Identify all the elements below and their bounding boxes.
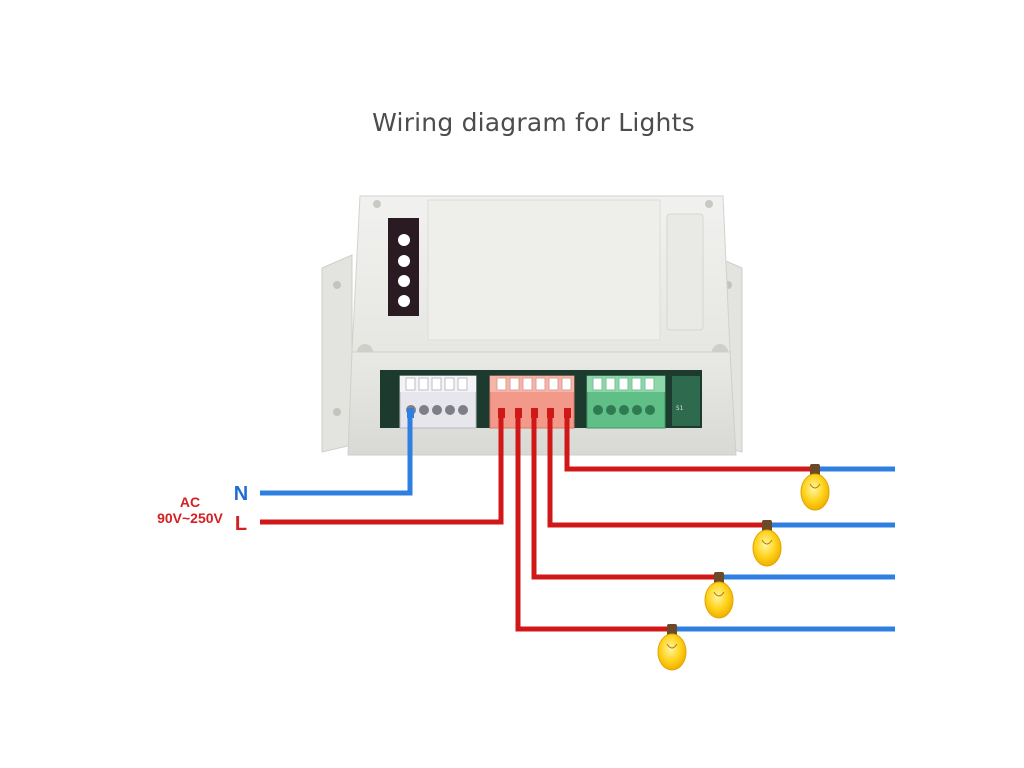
flange-hole bbox=[333, 281, 341, 289]
light-bulb-4 bbox=[657, 624, 687, 671]
case-screw bbox=[373, 200, 381, 208]
voltage-range-label: 90V~250V bbox=[157, 510, 223, 526]
live-input-wire bbox=[260, 416, 504, 525]
ac-label: AC bbox=[180, 494, 200, 510]
board-marking: S1 bbox=[676, 405, 684, 412]
light-bulb-3 bbox=[704, 572, 734, 619]
terminal-block-neutral bbox=[399, 375, 477, 429]
output-wire-3 bbox=[531, 416, 716, 580]
indicator-light bbox=[398, 255, 410, 267]
neutral-label: N bbox=[234, 483, 248, 505]
output-wire-1 bbox=[564, 416, 812, 472]
output-wire-2 bbox=[547, 416, 764, 528]
neutral-input-wire bbox=[260, 416, 413, 496]
page-title: Wiring diagram for Lights bbox=[372, 108, 695, 137]
case-side-slot bbox=[666, 213, 704, 331]
indicator-light bbox=[398, 234, 410, 246]
circuit-board bbox=[672, 376, 700, 426]
case-center-panel bbox=[427, 199, 661, 341]
flange-hole bbox=[333, 408, 341, 416]
indicator-light bbox=[398, 275, 410, 287]
live-label: L bbox=[235, 513, 247, 535]
terminal-wire-ends bbox=[407, 408, 571, 418]
case-screw bbox=[705, 200, 713, 208]
light-bulb-2 bbox=[752, 520, 782, 567]
output-wire-4 bbox=[515, 416, 669, 632]
indicator-light bbox=[398, 295, 410, 307]
terminal-block-low-voltage bbox=[586, 375, 666, 429]
light-bulb-1 bbox=[800, 464, 830, 511]
